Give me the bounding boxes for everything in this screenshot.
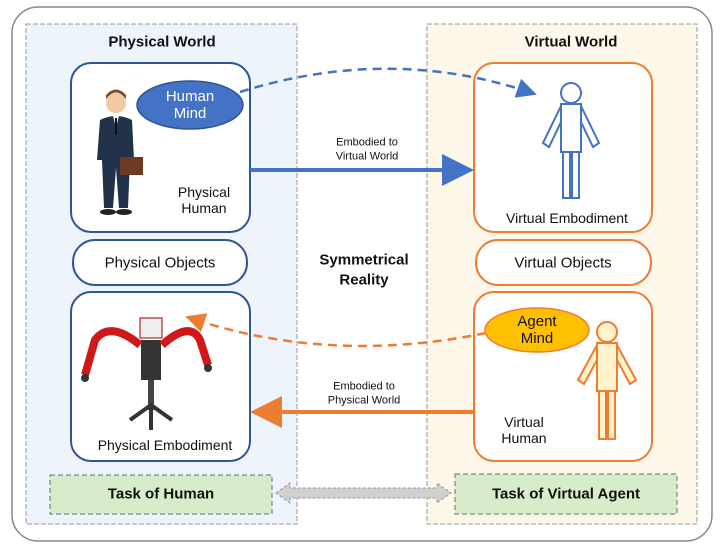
physical-human-line-2: Human (181, 200, 227, 216)
task-of-human-label: Task of Human (107, 485, 215, 503)
to-virtual-line-2: Virtual World (335, 150, 399, 162)
virtual-objects-label: Virtual Objects (514, 254, 612, 272)
task-of-virtual-agent-box (454, 473, 678, 515)
virtual-embodiment-figure-icon (541, 82, 601, 199)
virtual-human-figure-icon (576, 321, 638, 440)
virtual-objects-box (475, 239, 652, 286)
task-of-human-box (49, 474, 273, 515)
agent-mind-line-1: Agent (517, 312, 557, 330)
businessman-icon (97, 89, 143, 215)
virtual-embodiment-label: Virtual Embodiment (506, 209, 628, 226)
title-line-1: Symmetrical (319, 251, 409, 269)
human-mind-line-2: Mind (173, 105, 207, 122)
agent-mind-dashed-arrow (185, 313, 487, 348)
to-virtual-line-1: Embodied to (336, 136, 398, 149)
physical-world-heading: Physical World (108, 33, 216, 51)
virtual-world-heading: Virtual World (524, 33, 618, 51)
physical-human-line-1: Physical (177, 183, 231, 200)
physical-objects-label: Physical Objects (104, 254, 216, 272)
to-physical-line-1: Embodied to (333, 380, 395, 393)
human-mind-line-1: Human (165, 87, 215, 105)
title-line-2: Reality (339, 271, 389, 288)
task-double-arrow (275, 482, 452, 504)
human-mind-dashed-arrow (239, 67, 537, 98)
physical-embodiment-label: Physical Embodiment (97, 436, 233, 453)
human-mind-ellipse (136, 80, 244, 130)
virtual-human-line-2: Human (501, 430, 547, 446)
to-physical-line-2: Physical World (327, 394, 401, 406)
task-of-virtual-agent-label: Task of Virtual Agent (491, 485, 641, 503)
virtual-human-line-1: Virtual (504, 413, 544, 430)
agent-mind-ellipse (484, 307, 590, 353)
robot-icon (81, 317, 212, 430)
physical-objects-box (72, 239, 248, 286)
agent-mind-line-2: Mind (520, 330, 554, 347)
